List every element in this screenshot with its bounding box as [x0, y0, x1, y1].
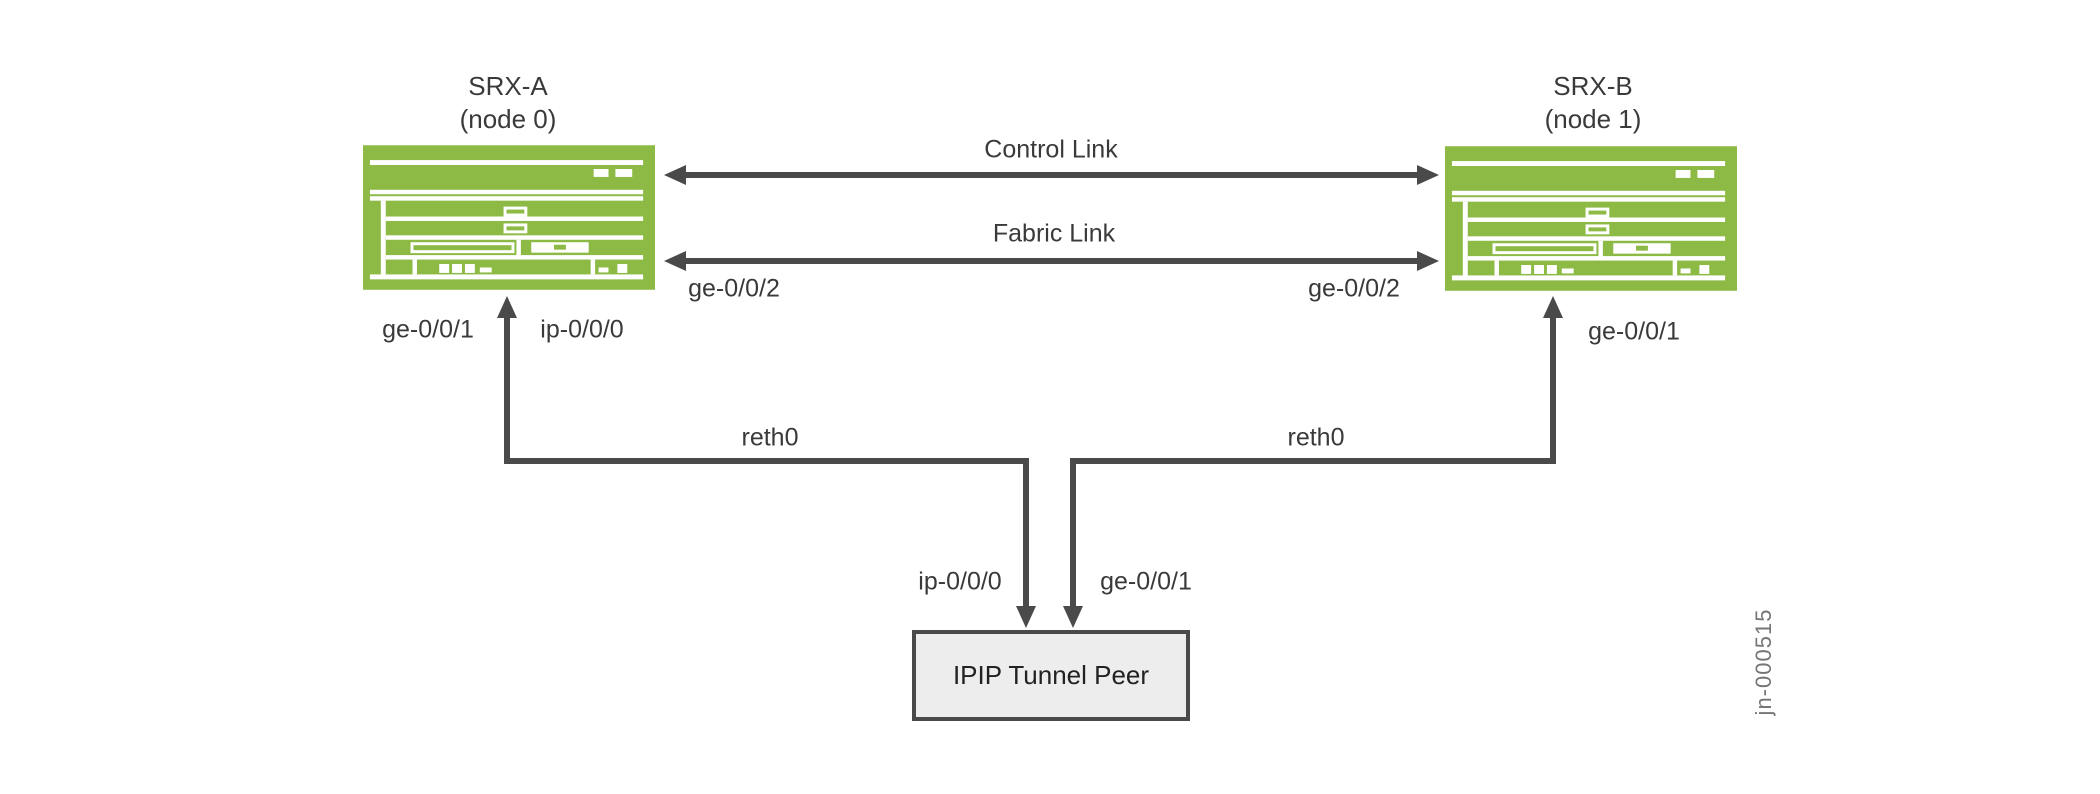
srx-b-device-icon: [1445, 146, 1737, 291]
arrowhead-left-icon: [664, 251, 686, 271]
srx-a-title: SRX-A (node 0): [460, 70, 557, 136]
srx-a-fabric-if-label: ge-0/0/2: [688, 274, 780, 303]
control-link-arrow: [664, 165, 1439, 185]
ipip-tunnel-peer-box: IPIP Tunnel Peer: [912, 630, 1190, 721]
srx-a-ip-if-label: ip-0/0/0: [540, 315, 624, 344]
arrowhead-down-icon: [1063, 606, 1083, 628]
figure-id: jn-000515: [1751, 608, 1776, 716]
control-link-label: Control Link: [984, 135, 1118, 164]
srx-a-ge-if-label: ge-0/0/1: [382, 315, 474, 344]
srx-a-name: SRX-A: [468, 71, 548, 101]
srx-b-ge-if-label: ge-0/0/1: [1588, 317, 1680, 346]
srx-b-name: SRX-B: [1553, 71, 1633, 101]
arrowhead-right-icon: [1417, 251, 1439, 271]
srx-a-reth0-label: reth0: [741, 423, 799, 452]
srx-b-fabric-if-label: ge-0/0/2: [1308, 274, 1400, 303]
arrowhead-right-icon: [1417, 165, 1439, 185]
arrowhead-up-icon: [1543, 296, 1563, 318]
srx-a-reth0-path: [497, 296, 1036, 628]
tunnel-ge-if-label: ge-0/0/1: [1100, 567, 1192, 596]
srx-b-reth0-path: [1063, 296, 1563, 628]
arrowhead-down-icon: [1016, 606, 1036, 628]
ipip-tunnel-peer-label: IPIP Tunnel Peer: [952, 660, 1150, 690]
fabric-link-label: Fabric Link: [992, 219, 1116, 248]
srx-b-reth0-label: reth0: [1287, 423, 1345, 452]
srx-b-node: (node 1): [1544, 104, 1642, 134]
tunnel-ip-if-label: ip-0/0/0: [918, 567, 1002, 596]
srx-a-node: (node 0): [459, 104, 557, 134]
fabric-link-arrow: [664, 251, 1439, 271]
srx-a-device-icon: [363, 145, 655, 290]
srx-b-title: SRX-B (node 1): [1545, 70, 1642, 136]
arrowhead-up-icon: [497, 296, 517, 318]
arrowhead-left-icon: [664, 165, 686, 185]
